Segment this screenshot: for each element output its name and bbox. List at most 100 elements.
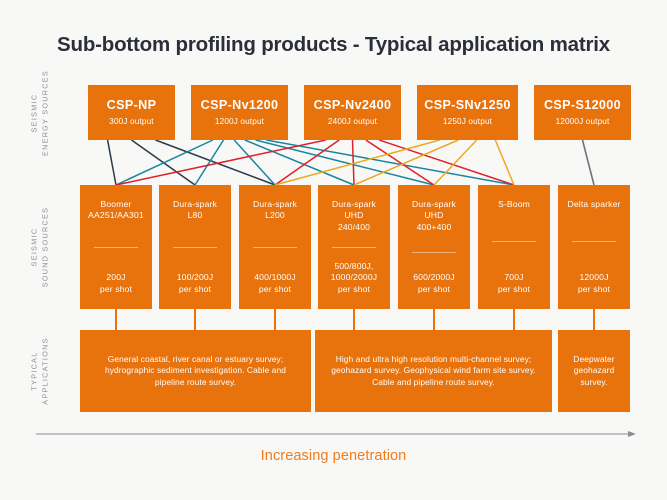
- sound-card-divider: [412, 252, 456, 254]
- link-1-to-0: [115, 139, 214, 186]
- energy-source-name: CSP-SNv1250: [424, 98, 511, 112]
- sound-source-energy-line-2: per shot: [178, 283, 212, 294]
- sound-source-energy-line-2: per shot: [258, 283, 292, 294]
- sound-source-name-line-2: UHD: [424, 210, 444, 221]
- link-1-to-3: [244, 139, 355, 186]
- link-0-to-2: [155, 139, 276, 186]
- energy-source-name: CSP-Nv2400: [313, 98, 392, 112]
- vertical-connector-6: [592, 309, 596, 330]
- sound-source-energy-line-1: 200J: [106, 272, 126, 283]
- sound-source-energy-line-3: per shot: [337, 283, 371, 294]
- application-text: Deepwater geohazard survey.: [573, 353, 615, 387]
- link-2-to-0: [115, 139, 326, 186]
- sound-card-divider: [94, 246, 138, 248]
- sound-source-name-line-1: Dura-spark: [411, 199, 456, 209]
- energy-source-name: CSP-NP: [106, 98, 157, 112]
- link-1-to-5: [266, 139, 515, 186]
- link-1-to-4: [255, 139, 435, 186]
- sound-source-energy-line-1: 500/800J,: [334, 260, 374, 271]
- application-text: General coastal, river canal or estuary …: [104, 353, 287, 387]
- sound-source-name-line-1: Dura-spark: [252, 199, 297, 209]
- link-3-to-3: [353, 139, 459, 186]
- sound-card-divider: [572, 240, 616, 242]
- page-title: Sub-bottom profiling products - Typical …: [57, 33, 610, 56]
- sound-source-energy-line-2: per shot: [577, 283, 611, 294]
- energy-source-card-2[interactable]: CSP-Nv2400 2400J output: [304, 85, 401, 140]
- energy-source-output: 1200J output: [214, 117, 265, 126]
- energy-source-output: 300J output: [109, 117, 154, 126]
- link-1-to-1: [194, 139, 225, 186]
- link-2-to-2: [274, 139, 340, 186]
- link-2-to-3: [351, 139, 355, 186]
- application-card-0[interactable]: General coastal, river canal or estuary …: [80, 330, 311, 412]
- link-2-to-4: [365, 139, 435, 186]
- link-3-to-4: [433, 139, 478, 186]
- sound-source-name-line-2: L80: [187, 210, 203, 221]
- sound-source-name-line-1: Dura-spark: [331, 199, 376, 209]
- sound-source-energy-line-2: 1000/2000J: [330, 272, 378, 283]
- application-card-2[interactable]: Deepwater geohazard survey.: [558, 330, 630, 412]
- vertical-connector-1: [193, 309, 197, 330]
- sound-source-name-line-1: Boomer: [100, 199, 132, 209]
- energy-source-card-0[interactable]: CSP-NP 300J output: [88, 85, 175, 140]
- sound-source-name-line-2: L200: [265, 210, 285, 221]
- sound-source-energy-line-2: per shot: [497, 283, 531, 294]
- row-label-apps-line1: TYPICAL: [29, 351, 39, 391]
- sound-source-name-line-2: AA251/AA301: [88, 210, 144, 221]
- energy-source-name: CSP-Nv1200: [200, 98, 279, 112]
- energy-source-output: 1250J output: [442, 117, 493, 126]
- row-label-sound-sources: SEISMIC SOUND SOURCES: [30, 187, 51, 307]
- link-2-to-5: [378, 139, 515, 186]
- link-4-to-6: [581, 139, 595, 186]
- energy-source-name: CSP-S12000: [543, 98, 621, 112]
- sound-source-name-line-3: 400+400: [416, 221, 452, 232]
- sound-source-energy-line-2: per shot: [99, 283, 133, 294]
- vertical-connector-4: [432, 309, 436, 330]
- sound-card-divider: [173, 246, 217, 248]
- sound-source-name-line-1: Delta sparker: [567, 199, 621, 209]
- link-3-to-2: [274, 139, 440, 186]
- sound-source-energy-line-1: 400/1000J: [254, 272, 296, 283]
- energy-source-card-3[interactable]: CSP-SNv1250 1250J output: [417, 85, 518, 140]
- link-0-to-1: [131, 139, 196, 186]
- sound-source-energy-line-1: 600/2000J: [413, 272, 455, 283]
- application-text: High and ultra high resolution multi-cha…: [331, 353, 536, 387]
- row-label-typical-applications: TYPICAL APPLICATIONS: [30, 311, 51, 431]
- sound-source-name: Delta sparker: [563, 199, 625, 210]
- link-0-to-0: [106, 139, 117, 186]
- row-label-energy-line1: SEISMIC: [29, 93, 39, 132]
- energy-source-output: 2400J output: [327, 117, 378, 126]
- row-label-energy-line2: ENERGY SOURCES: [40, 69, 49, 156]
- sound-source-energy-line-1: 700J: [504, 272, 524, 283]
- link-3-to-5: [494, 139, 515, 186]
- sound-card-divider: [492, 240, 536, 242]
- vertical-connector-0: [114, 309, 118, 330]
- sound-source-name-line-1: Dura-spark: [172, 199, 217, 209]
- vertical-connector-5: [512, 309, 516, 330]
- sound-source-energy-line-1: 12000J: [579, 272, 609, 283]
- energy-source-output: 12000J output: [555, 117, 610, 126]
- application-card-1[interactable]: High and ultra high resolution multi-cha…: [315, 330, 552, 412]
- footer-caption: Increasing penetration: [260, 448, 407, 464]
- energy-source-card-4[interactable]: CSP-S12000 12000J output: [534, 85, 631, 140]
- sound-source-name-line-3: 240/400: [337, 221, 371, 232]
- sound-source-energy-line-2: per shot: [417, 283, 451, 294]
- energy-source-card-1[interactable]: CSP-Nv1200 1200J output: [191, 85, 288, 140]
